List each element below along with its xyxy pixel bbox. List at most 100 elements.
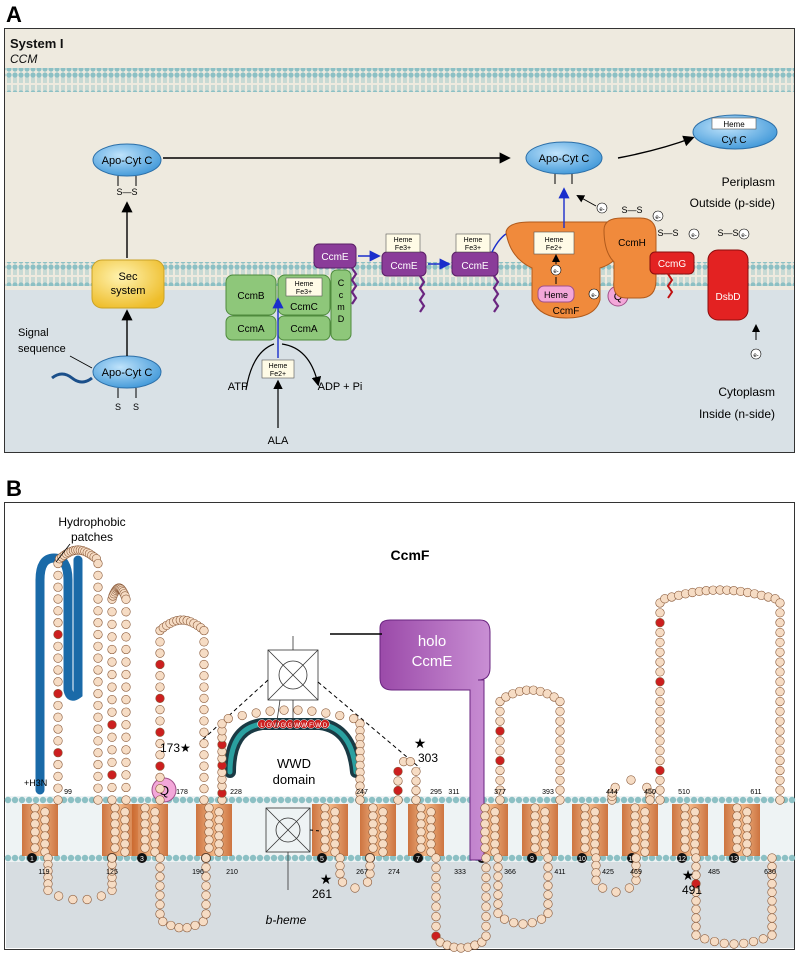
residue (155, 693, 165, 703)
signal-sequence-tail (51, 372, 93, 384)
heme-ccmc (285, 277, 323, 297)
fe2-ccmf: Fe2+ (546, 245, 562, 252)
residue (655, 795, 665, 805)
residue (107, 707, 117, 717)
residue (107, 770, 117, 780)
ccmh-shape (603, 217, 657, 299)
residue (540, 839, 550, 849)
residue (40, 831, 50, 841)
residue (393, 776, 403, 786)
residue (655, 657, 665, 667)
residue (680, 803, 690, 813)
residue (199, 727, 209, 737)
residue (214, 823, 224, 833)
residue (555, 785, 565, 795)
residue (775, 677, 785, 687)
residue (107, 853, 117, 863)
residue (742, 831, 752, 841)
residue (480, 835, 490, 845)
ccmg-box (649, 251, 695, 275)
residue (237, 710, 247, 721)
residue (155, 648, 165, 658)
residue (416, 827, 426, 837)
residue (555, 755, 565, 766)
residue (30, 843, 40, 853)
residue (495, 716, 505, 726)
residue-number: 196 (192, 869, 204, 876)
tm-helix (132, 804, 168, 856)
residue (729, 939, 739, 949)
tm-number-badge (577, 853, 587, 863)
residue (93, 771, 103, 781)
dsbd-label: DsbD (715, 292, 740, 303)
residue (495, 726, 505, 736)
residue (199, 738, 209, 749)
e-2: e- (655, 215, 660, 221)
residue (199, 716, 209, 726)
residue (481, 892, 491, 902)
residue (53, 606, 63, 616)
residue (495, 765, 505, 776)
residue-number: 485 (708, 869, 720, 876)
ccmf-label: CcmF (553, 306, 580, 317)
residue (543, 862, 553, 872)
residue (481, 902, 491, 912)
star-491: 491 (682, 883, 702, 897)
tm-number-badge (527, 853, 537, 863)
wwd-residue-letter: L (260, 723, 264, 729)
residue (155, 682, 165, 692)
residue (758, 934, 768, 944)
residue (775, 667, 785, 677)
tm-number: 5 (320, 856, 324, 863)
residue-number: 311 (448, 789, 459, 796)
residue (204, 819, 214, 829)
residue (368, 827, 378, 837)
residue (368, 803, 378, 813)
residue (742, 847, 752, 857)
residue (93, 570, 103, 580)
panel-b-letter: B (6, 476, 22, 501)
residue (110, 843, 120, 853)
residue (640, 815, 650, 825)
sec-system (91, 259, 165, 309)
residue (107, 695, 117, 705)
residue (640, 831, 650, 841)
residue (93, 724, 103, 734)
residue (655, 706, 665, 716)
residue (495, 755, 505, 766)
residue (93, 700, 103, 711)
residue-number: 210 (226, 869, 238, 876)
residue (350, 883, 360, 893)
heme-ccmc-label: Heme (295, 281, 314, 288)
residue (431, 902, 441, 912)
residue-number: 411 (554, 869, 565, 876)
residue (655, 637, 665, 647)
residue (580, 835, 590, 845)
s-right-1: S (133, 402, 139, 412)
ccmg-label: CcmG (658, 259, 687, 270)
residue (293, 705, 303, 715)
tm-helix (196, 804, 232, 856)
ccma-label-2: CcmA (290, 324, 318, 335)
residue (307, 706, 317, 716)
tm-number: 10 (578, 856, 586, 863)
residue (110, 827, 120, 837)
residue (330, 823, 340, 833)
residue (107, 682, 117, 692)
residue (335, 869, 345, 879)
tm-helices: 12345678910111213 (22, 804, 760, 863)
residue (204, 811, 214, 821)
residue (748, 936, 759, 947)
ccme-1 (313, 243, 357, 269)
tm-number: 9 (530, 856, 534, 863)
wwd-residue-letter: W (294, 723, 300, 729)
residue (739, 938, 749, 948)
residue (53, 700, 63, 711)
residue (680, 819, 690, 829)
residue (93, 618, 103, 628)
residue (393, 766, 403, 777)
residue (155, 750, 165, 760)
residue (481, 911, 491, 922)
residue (775, 657, 785, 667)
residue (543, 899, 553, 909)
